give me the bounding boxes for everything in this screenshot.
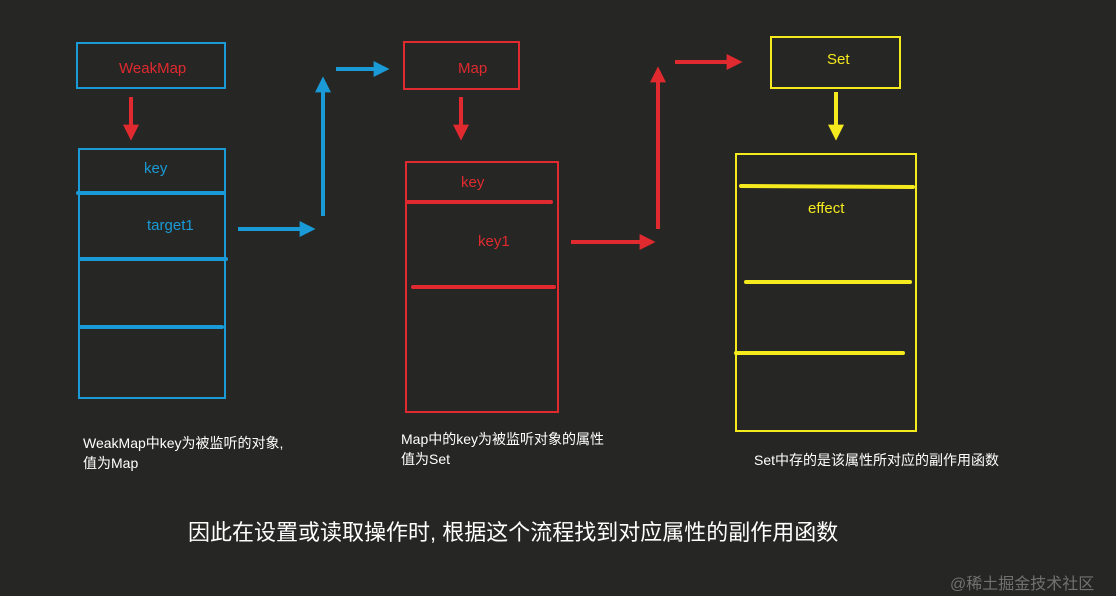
- watermark: @稀土掘金技术社区: [950, 576, 1095, 593]
- weakmap-note-line-2: 值为Map: [83, 455, 139, 471]
- map-note-line-2: 值为Set: [401, 451, 451, 467]
- set-title-box: [770, 36, 901, 89]
- weakmap-key-label: key: [144, 160, 168, 177]
- map-key1-label: key1: [478, 233, 510, 250]
- weakmap-target-label: target1: [147, 217, 194, 234]
- map-title: Map: [458, 60, 488, 77]
- weakmap-title-box: [76, 42, 226, 89]
- set-note: Set中存的是该属性所对应的副作用函数: [754, 450, 999, 470]
- weakmap-note-line-1: WeakMap中key为被监听的对象,: [83, 435, 284, 451]
- weakmap-table: [78, 148, 226, 399]
- weakmap-note: WeakMap中key为被监听的对象, 值为Map: [83, 433, 283, 473]
- set-note-line-1: Set中存的是该属性所对应的副作用函数: [754, 452, 1000, 468]
- map-note: Map中的key为被监听对象的属性 值为Set: [401, 429, 604, 469]
- weakmap-title: WeakMap: [119, 60, 187, 77]
- map-key-label: key: [461, 174, 485, 191]
- caption: 因此在设置或读取操作时, 根据这个流程找到对应属性的副作用函数: [188, 520, 839, 545]
- set-table: [735, 153, 917, 432]
- set-effect-label: effect: [808, 200, 845, 217]
- set-divider-1: [739, 184, 915, 189]
- set-title: Set: [827, 51, 850, 68]
- map-title-box: [403, 41, 520, 90]
- map-table: [405, 161, 559, 413]
- map-note-line-1: Map中的key为被监听对象的属性: [401, 431, 605, 447]
